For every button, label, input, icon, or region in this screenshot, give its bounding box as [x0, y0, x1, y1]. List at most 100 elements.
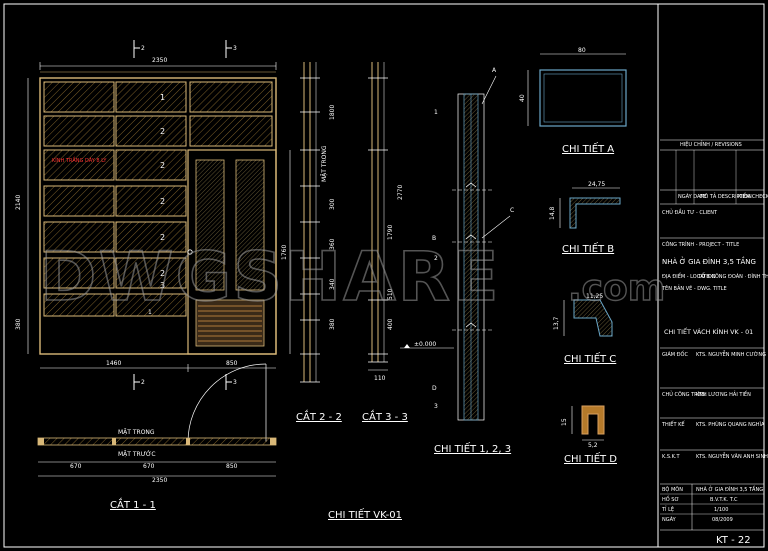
title-detail-c: CHI TIẾT C [564, 351, 616, 365]
tb-sheet-label: TÊN BẢN VẼ - DWG. TITLE [661, 284, 727, 292]
s33-dim-2: 1790 [387, 225, 394, 240]
pane-label: 1 [160, 93, 165, 102]
glass-pane [43, 149, 115, 181]
glass-pane [43, 185, 115, 217]
glass-pane [115, 81, 187, 113]
glass-pane [189, 115, 273, 147]
glass-pane [115, 257, 187, 289]
detail-label-2: 2 [434, 255, 438, 262]
title-block: HIỆU CHỈNH / REVISIONS NGÀY DATE MÔ TẢ D… [657, 3, 768, 548]
tb-col-date: NGÀY DATE [678, 193, 706, 200]
title-detail-a: CHI TIẾT A [562, 141, 614, 155]
plan-cut-1-1: MẶT TRONG MẶT TRƯỚC 670 670 850 2350 CẮT… [37, 363, 277, 511]
detail-letter-a: A [492, 67, 497, 74]
detail-letter-d: D [432, 385, 437, 392]
pane-label: 2 [160, 161, 165, 170]
detail-c: 11,25 13,7 CHI TIẾT C [553, 293, 616, 365]
s22-dim-5: 380 [329, 318, 336, 330]
plan-dim-total: 2350 [152, 477, 167, 484]
tb-sheet-number: KT - 22 [716, 535, 751, 546]
tb-owner-label: CHỦ ĐẦU TƯ - CLIENT [662, 208, 718, 216]
s22-dim-2: 300 [329, 198, 336, 210]
detail-c-height: 13,7 [553, 316, 560, 330]
s22-dim-3: 360 [329, 238, 336, 250]
glass-pane [43, 257, 115, 289]
tb-info-label-1: BỘ MÔN [662, 486, 683, 493]
glass-pane [43, 221, 115, 253]
detail-b-width: 24,75 [588, 181, 605, 188]
title-cut-2-2: CẮT 2 - 2 [296, 409, 342, 423]
cut-label-3b: 3 [233, 379, 237, 386]
tb-chief: KTS. LƯƠNG HẢI TIẾN [696, 390, 751, 398]
plan-dim-1: 670 [70, 463, 82, 470]
detail-d-height: 15 [561, 418, 568, 426]
watermark-suffix: .com [568, 268, 665, 309]
tb-location: TỔ 8 CÔNG ĐOÀN · ĐÌNH THANH XUÂN [697, 272, 768, 280]
s33-dim-bottom: 110 [374, 375, 386, 382]
cut-marker-2-top: 2 [133, 40, 145, 58]
detail-b-height: 14,8 [549, 206, 556, 220]
cut-marker-2-bottom: 2 [133, 374, 145, 390]
pane-label: 2 [160, 233, 165, 242]
dim-height-sub: 1760 [281, 245, 288, 260]
cut-marker-3-bottom: 3 [225, 374, 237, 390]
tb-checker-label: K.S.K.T [662, 454, 680, 460]
title-detail-b: CHI TIẾT B [562, 241, 614, 255]
section-3-3: 2770 1790 510 400 110 ±0.000 CẮT 3 - 3 [362, 62, 454, 423]
pane-label: 3 [160, 281, 165, 290]
door-leaf-right [235, 159, 265, 291]
title-detail-d: CHI TIẾT D [564, 451, 617, 465]
tb-director-label: GIÁM ĐỐC [662, 350, 688, 358]
glass-pane [115, 115, 187, 147]
s33-dim-total: 2770 [397, 185, 404, 200]
dim-right-width: 850 [226, 360, 238, 367]
pane-label: 2 [160, 127, 165, 136]
detail-a: 80 40 CHI TIẾT A [519, 47, 627, 155]
s22-note: MẶT TRONG [321, 145, 328, 182]
tb-info-value-1: NHÀ Ở GIA ĐÌNH 3,5 TẦNG [696, 485, 763, 493]
glass-note: KÍNH TRẮNG DÀY 8 LY [52, 156, 107, 164]
title-cut-3-3: CẮT 3 - 3 [362, 409, 408, 423]
tb-info-value-3: 1/100 [714, 507, 728, 513]
glass-panes: 1 2 2 2 2 2 3 [43, 81, 273, 317]
pane-label: 2 [160, 269, 165, 278]
plan-note-front: MẶT TRƯỚC [118, 451, 156, 458]
door-leaf-left [195, 159, 225, 291]
detail-d-width: 5,2 [588, 442, 598, 449]
title-detail-123: CHI TIẾT 1, 2, 3 [434, 441, 511, 455]
dim-height-total: 2140 [15, 195, 22, 210]
s33-dim-4: 400 [387, 318, 394, 330]
tb-col-desc: MÔ TẢ DESCRIPTION [700, 192, 752, 200]
cut-marker-3-top: 3 [225, 40, 237, 58]
tb-info-label-2: HỒ SƠ [662, 494, 679, 503]
detail-1-2-3: 1 2 3 A B C D CHI TIẾT 1, 2, 3 [432, 67, 514, 455]
tb-checker: KTS. NGUYỄN VĂN ANH SINH [696, 452, 768, 460]
tb-location-label: ĐỊA ĐIỂM - LOCATION [662, 272, 716, 280]
cut-label-2b: 2 [141, 379, 145, 386]
detail-b: 24,75 14,8 CHI TIẾT B [549, 181, 621, 255]
tb-revisions: HIỆU CHỈNH / REVISIONS [680, 140, 742, 148]
pane-label: 2 [160, 197, 165, 206]
tb-designer: KTS. PHÙNG QUANG NGHĨA [696, 421, 765, 428]
s22-dim-4: 340 [329, 278, 336, 290]
door-handle-icon [187, 249, 193, 255]
tb-project-label: CÔNG TRÌNH - PROJECT - TITLE [662, 241, 739, 248]
glass-pane [189, 81, 273, 113]
tb-info-value-4: 08/2009 [712, 517, 733, 523]
detail-a-width: 80 [578, 47, 586, 54]
s33-dim-3: 510 [387, 288, 394, 300]
detail-letter-b: B [432, 235, 436, 242]
tb-info-label-4: NGÀY [662, 516, 677, 523]
tb-chief-label: CHỦ CÔNG TRÌNH [662, 390, 707, 398]
tb-designer-label: THIẾT KẾ [661, 420, 685, 428]
detail-letter-c: C [510, 207, 514, 214]
plan-dim-2: 670 [143, 463, 155, 470]
level-mark: ±0.000 [414, 341, 436, 348]
tb-sheet-title: CHI TIẾT VÁCH KÍNH VK - 01 [664, 326, 753, 336]
detail-c-width: 11,25 [586, 293, 603, 300]
detail-d: 15 5,2 CHI TIẾT D [561, 405, 617, 465]
cut-label-2: 2 [141, 45, 145, 52]
detail-label-3: 3 [434, 403, 438, 410]
